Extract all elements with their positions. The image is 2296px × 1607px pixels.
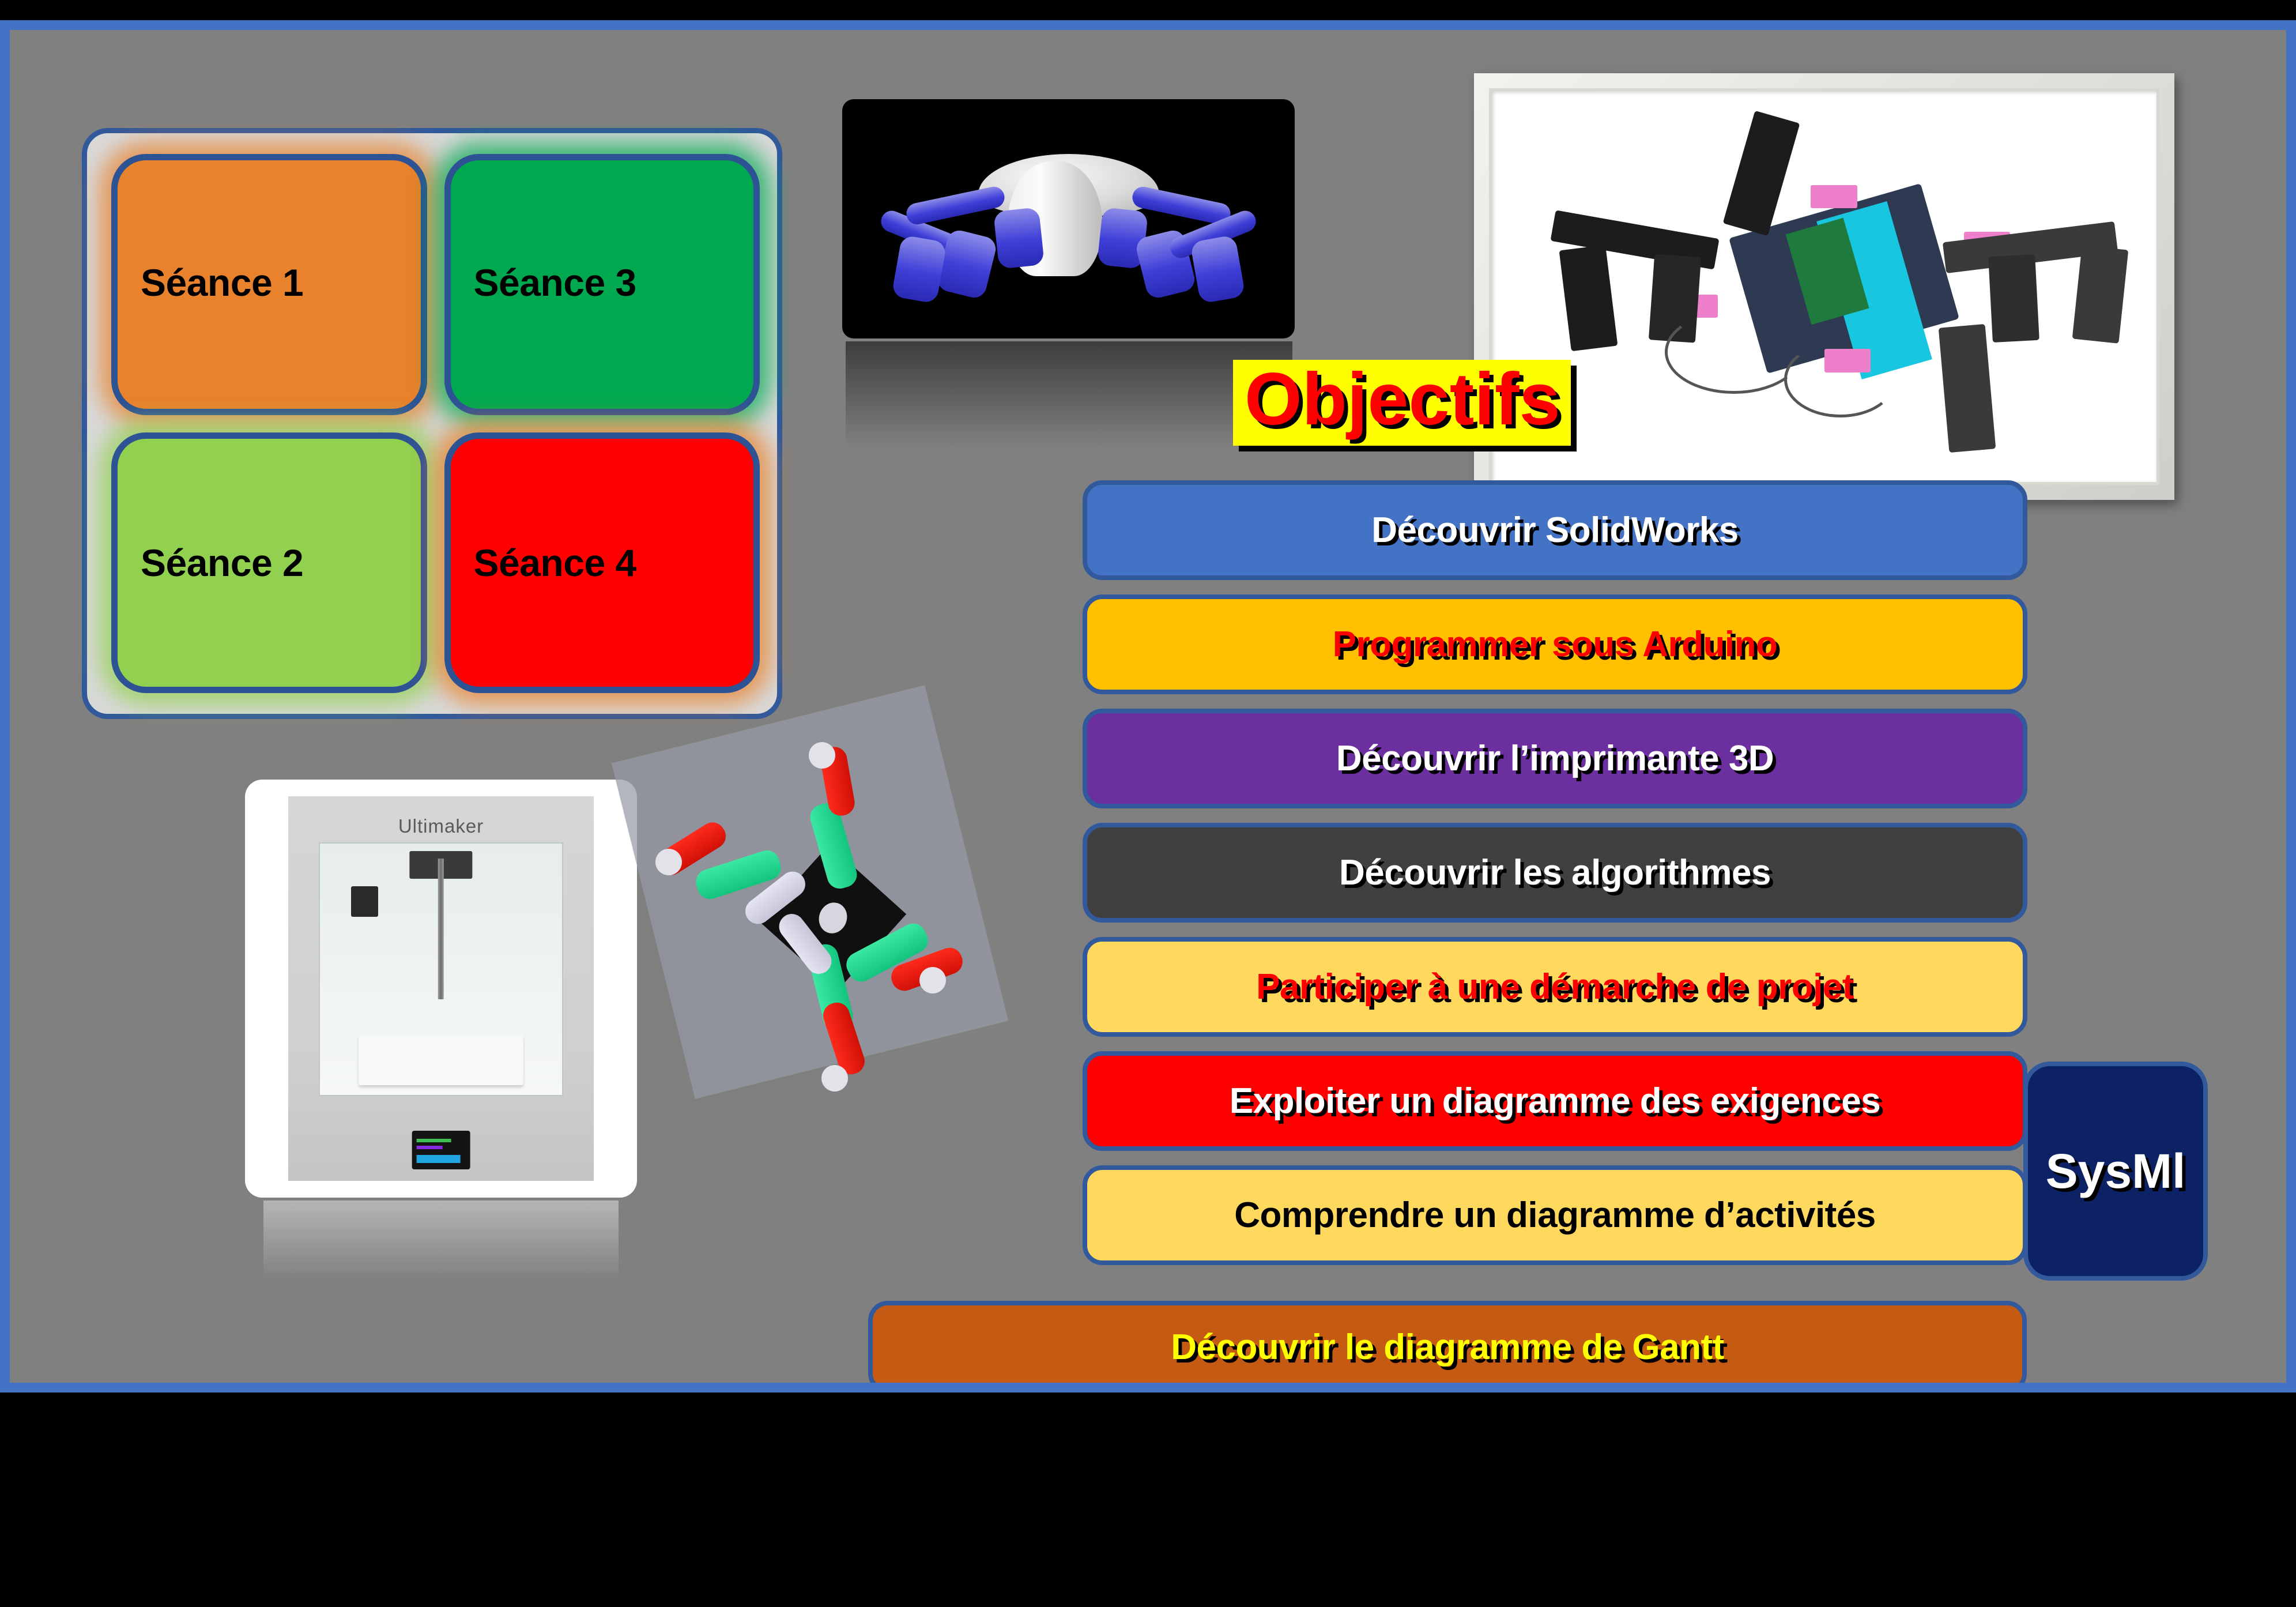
objective-bar-imprimante-3d[interactable]: Découvrir l’imprimante 3D [1083, 709, 2027, 808]
ultimaker-printer-photo: Ultimaker [245, 780, 637, 1198]
spider-leg-4 [993, 207, 1045, 269]
spider-leg-2 [904, 185, 1006, 227]
spider-render-canvas [842, 99, 1295, 338]
objective-bar-demarche-projet-label: Participer à une démarche de projet [1256, 967, 1854, 1007]
printer-gantry-rod [438, 859, 444, 1000]
objective-bar-gantt-label: Découvrir le diagramme de Gantt [1171, 1327, 1724, 1367]
printer-spool [351, 886, 378, 917]
seance-card-3-label: Séance 3 [473, 261, 637, 304]
objective-bar-algorithmes[interactable]: Découvrir les algorithmes [1083, 823, 2027, 923]
sysml-badge-label: SysMl [2045, 1143, 2186, 1198]
letterbox-bottom [0, 1393, 2296, 1607]
sysml-badge[interactable]: SysMl [2023, 1062, 2208, 1281]
objective-bar-algorithmes-label: Découvrir les algorithmes [1339, 853, 1771, 893]
spider-leg-9 [1190, 234, 1246, 304]
seance-card-2[interactable]: Séance 2 [111, 432, 427, 693]
objective-bar-imprimante-3d-label: Découvrir l’imprimante 3D [1336, 739, 1774, 778]
objectifs-title: Objectifs [1233, 360, 1571, 446]
slide-frame: Séance 1 Séance 3 Séance 2 Séance 4 [0, 20, 2296, 1393]
objectifs-title-text: Objectifs [1245, 358, 1560, 441]
seance-panel: Séance 1 Séance 3 Séance 2 Séance 4 [82, 128, 782, 719]
cad-foot-2 [809, 742, 835, 769]
hexapod-leg-6 [1988, 254, 2039, 343]
cad-foot-1 [655, 849, 682, 875]
spider-render-reflection [846, 341, 1292, 457]
objective-bar-solidworks[interactable]: Découvrir SolidWorks [1083, 480, 2027, 580]
objective-bar-diagramme-exigences-label: Exploiter un diagramme des exigences [1229, 1081, 1881, 1121]
printer-chamber [318, 842, 564, 1097]
hexapod-photo-frame [1474, 73, 2174, 500]
printer-brand-label: Ultimaker [398, 815, 484, 837]
spider-render-image [842, 99, 1295, 457]
hexapod-leg-5 [2072, 245, 2128, 344]
seance-card-2-label: Séance 2 [141, 541, 304, 584]
cad-robot-render [611, 685, 1017, 1117]
objective-bar-diagramme-activites-label: Comprendre un diagramme d’activités [1234, 1195, 1876, 1235]
seance-card-1[interactable]: Séance 1 [111, 154, 427, 415]
slide-canvas: Séance 1 Séance 3 Séance 2 Séance 4 [10, 30, 2286, 1383]
printer-build-plate [359, 1034, 523, 1085]
seance-card-4-label: Séance 4 [473, 541, 637, 584]
objective-bar-diagramme-activites[interactable]: Comprendre un diagramme d’activités [1083, 1165, 2027, 1265]
cad-foot-4 [821, 1065, 848, 1092]
objectives-list: Découvrir SolidWorks Programmer sous Ard… [1083, 480, 2027, 1279]
seance-card-3[interactable]: Séance 3 [444, 154, 760, 415]
hexapod-servo-1 [1811, 185, 1858, 209]
hexapod-leg-7 [1938, 323, 1996, 453]
objective-bar-solidworks-label: Découvrir SolidWorks [1371, 510, 1739, 550]
printer-touchscreen[interactable] [412, 1131, 470, 1169]
seance-card-4[interactable]: Séance 4 [444, 432, 760, 693]
hexapod-leg-2 [1559, 244, 1618, 352]
objective-bar-arduino-label: Programmer sous Arduino [1332, 624, 1778, 664]
seance-card-1-label: Séance 1 [141, 261, 304, 304]
hexapod-photo [1489, 88, 2159, 485]
hexapod-leg-8 [1722, 110, 1800, 236]
objective-bar-demarche-projet[interactable]: Participer à une démarche de projet [1083, 937, 2027, 1037]
objective-bar-arduino[interactable]: Programmer sous Arduino [1083, 594, 2027, 694]
cad-foot-3 [919, 967, 946, 993]
letterbox-top [0, 0, 2296, 20]
objective-bar-diagramme-exigences[interactable]: Exploiter un diagramme des exigences [1083, 1051, 2027, 1151]
hexapod-cable-1 [1664, 310, 1804, 394]
printer-body: Ultimaker [288, 796, 594, 1181]
objective-bar-gantt[interactable]: Découvrir le diagramme de Gantt [868, 1301, 2027, 1383]
seance-grid: Séance 1 Séance 3 Séance 2 Séance 4 [87, 133, 777, 714]
printer-photo-reflection [263, 1200, 619, 1287]
spider-leg-10 [891, 234, 947, 304]
hexapod-cable-2 [1784, 341, 1897, 417]
